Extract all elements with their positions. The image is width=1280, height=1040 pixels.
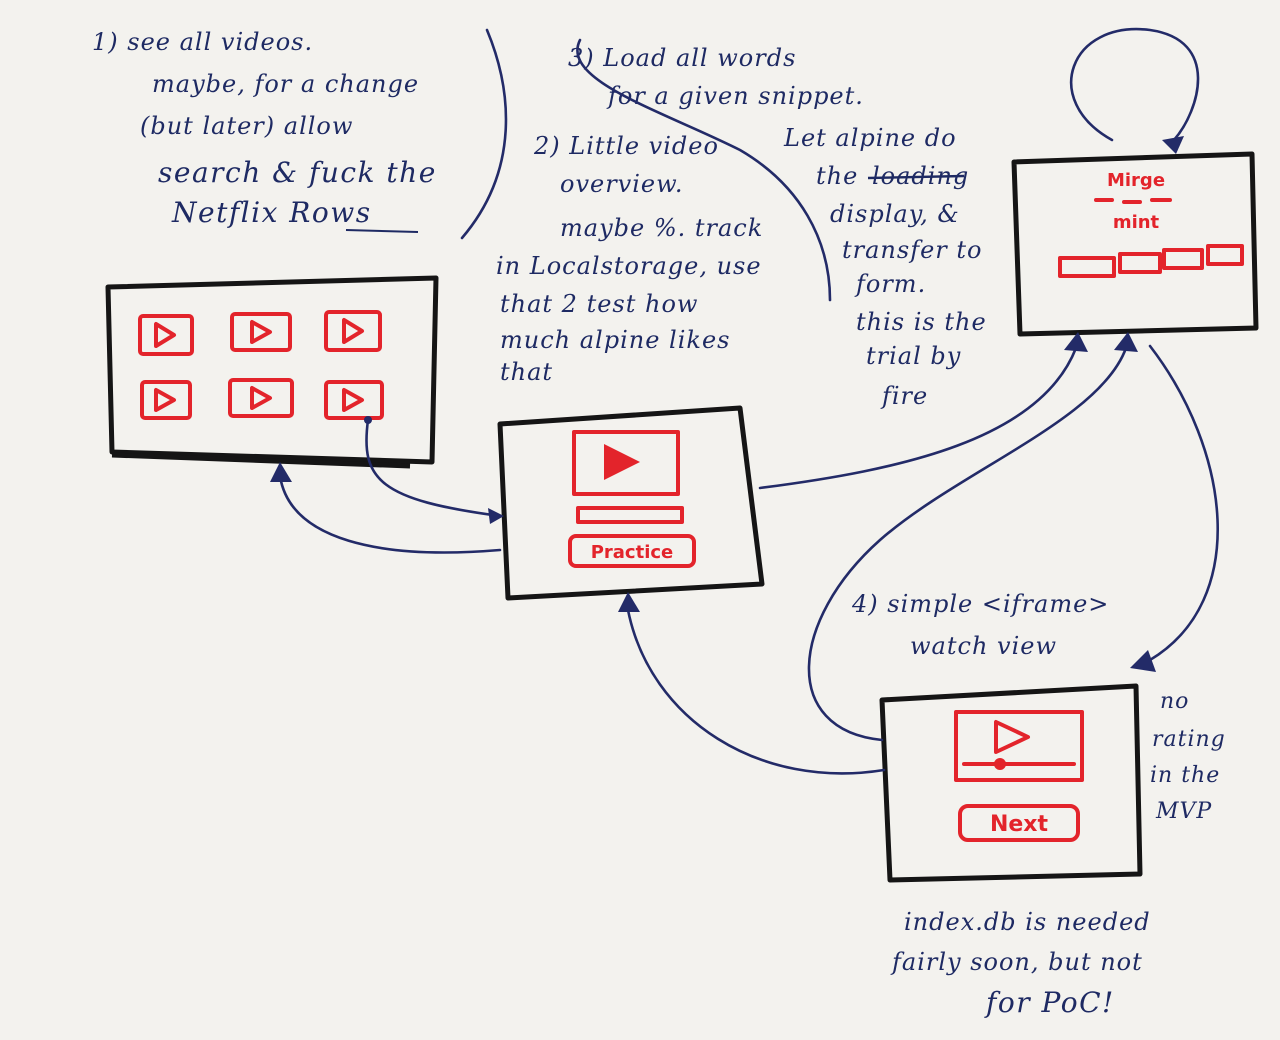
- note-3-line-3: Let alpine do: [783, 124, 957, 152]
- arrow-watch-to-practice: [626, 608, 886, 775]
- arrow-practice-to-merge: [758, 346, 1078, 490]
- arrow-merge-self-loop: [1069, 27, 1200, 142]
- arrow-practice-to-merge-head: [1064, 332, 1088, 352]
- note-2-line-6: much alpine likes: [500, 326, 730, 354]
- note-4-line-1: 4) simple <iframe>: [851, 590, 1109, 618]
- watch-frame: [879, 683, 1143, 883]
- note-3-strikethrough: [867, 174, 965, 180]
- note-2-line-7: that: [500, 358, 553, 386]
- play-icon: [604, 444, 640, 480]
- bottom-note-line-2: fairly soon, but not: [890, 948, 1143, 976]
- practice-button-label: Practice: [591, 542, 674, 563]
- note-1-line-2: maybe, for a change: [152, 70, 419, 98]
- screen-video-grid: [105, 275, 439, 469]
- screen-practice-overview: Practice: [497, 405, 765, 601]
- merge-title-line-2: mint: [1113, 212, 1160, 233]
- arrow-grid-to-practice-dot: [364, 416, 372, 424]
- note-2-line-2: overview.: [560, 170, 683, 198]
- video-thumbnail: [228, 378, 294, 418]
- note-3-divider-curve: [576, 38, 832, 302]
- merge-word-slots: [1058, 244, 1244, 278]
- flow-arrows: [270, 27, 1219, 775]
- note-2-line-5: that 2 test how: [500, 290, 698, 318]
- note-3-line-1: 3) Load all words: [568, 44, 796, 72]
- arrow-watch-to-practice-head: [618, 592, 640, 612]
- practice-video-player: [572, 430, 680, 496]
- note-3-line-4: the: [816, 162, 858, 190]
- arrow-watch-to-merge: [807, 346, 1128, 742]
- note-1-underline: [345, 229, 419, 233]
- arrow-grid-to-practice: [365, 418, 502, 518]
- note-4-simple-iframe: 4) simple <iframe> watch view: [851, 590, 1109, 660]
- note-3-line-5: display, &: [830, 200, 960, 228]
- note-3-line-10: fire: [880, 382, 928, 410]
- practice-button[interactable]: [568, 534, 696, 568]
- note-3-line-6: transfer to: [842, 236, 982, 264]
- note-1-divider-curve: [460, 28, 508, 240]
- screen-watch-view: Next: [879, 683, 1143, 883]
- watch-progress-knob: [994, 758, 1006, 770]
- screen-word-merge: Mirge mint: [1011, 151, 1259, 337]
- side-note-no-rating: no rating in the MVP: [1150, 689, 1226, 824]
- arrow-practice-to-grid: [278, 474, 502, 554]
- watch-video-player: [954, 710, 1084, 782]
- video-thumbnail: [230, 312, 292, 352]
- note-1-line-3: (but later) allow: [140, 112, 353, 140]
- practice-frame: [497, 405, 765, 601]
- arrow-merge-self-loop-head: [1162, 136, 1184, 154]
- merge-dashes: [1094, 198, 1172, 204]
- play-icon: [994, 720, 1030, 754]
- note-1-line-1: 1) see all videos.: [92, 28, 313, 56]
- word-slot: [1058, 256, 1116, 278]
- video-thumbnail: [140, 380, 192, 420]
- next-button[interactable]: [958, 804, 1080, 842]
- word-slot: [1162, 248, 1204, 270]
- note-3-line-8: this is the: [856, 308, 987, 336]
- note-1-line-5: Netflix Rows: [171, 196, 372, 229]
- arrow-merge-to-watch: [1148, 344, 1219, 662]
- arrow-practice-to-grid-head: [270, 462, 292, 482]
- merge-title-line-1: Mirge: [1107, 170, 1165, 191]
- note-3-line-7: form.: [854, 270, 926, 298]
- arrow-watch-to-merge-head: [1114, 332, 1138, 352]
- note-1-see-all-videos: 1) see all videos. maybe, for a change (…: [92, 28, 508, 240]
- arrow-grid-to-practice-head: [488, 508, 504, 524]
- note-3-load-all-words: 3) Load all words for a given snippet. L…: [568, 38, 987, 410]
- word-slot: [1118, 252, 1162, 274]
- note-4-line-2: watch view: [910, 632, 1057, 660]
- bottom-note-line-3: for PoC!: [984, 986, 1115, 1019]
- next-button-label: Next: [990, 812, 1049, 837]
- side-note-line-3: in the: [1150, 763, 1220, 788]
- video-grid-frame-bottom-stroke: [111, 452, 411, 469]
- practice-progress-bar: [576, 506, 684, 524]
- merge-frame: [1011, 151, 1259, 337]
- video-thumbnails: [138, 310, 384, 420]
- side-note-line-4: MVP: [1155, 799, 1212, 824]
- note-2-line-3: maybe %. track: [560, 214, 763, 242]
- bottom-note-index-db: index.db is needed fairly soon, but not …: [890, 908, 1151, 1019]
- note-3-line-9: trial by: [866, 342, 961, 370]
- video-thumbnail: [138, 314, 194, 356]
- note-1-line-4: search & fuck the: [158, 156, 437, 189]
- bottom-note-line-1: index.db is needed: [904, 908, 1151, 936]
- side-note-line-1: no: [1160, 689, 1189, 714]
- video-thumbnail: [324, 310, 382, 352]
- arrow-merge-to-watch-head: [1130, 650, 1156, 672]
- note-2-line-1: 2) Little video: [533, 132, 719, 160]
- note-2-line-4: in Localstorage, use: [496, 252, 762, 280]
- note-3-line-2: for a given snippet.: [606, 82, 864, 110]
- video-thumbnail: [324, 380, 384, 420]
- note-2-little-video-overview: 2) Little video overview. maybe %. track…: [496, 132, 763, 386]
- word-slot: [1206, 244, 1244, 266]
- side-note-line-2: rating: [1152, 727, 1226, 752]
- video-grid-frame: [105, 275, 439, 465]
